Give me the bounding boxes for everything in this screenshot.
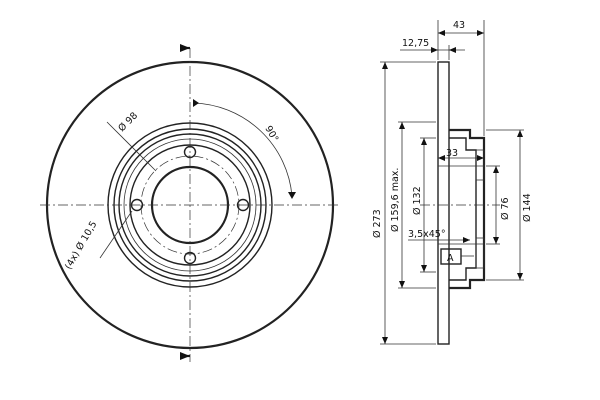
datum-box	[440, 248, 462, 265]
bolt-hole-right	[236, 198, 250, 212]
dim-12-75-arrow-right	[449, 47, 456, 53]
hat-wall-top-section	[475, 149, 485, 181]
outer-diameter-label: Ø 273	[372, 209, 383, 238]
dim-132-arrow-bottom	[421, 265, 427, 272]
angle-arc	[192, 102, 293, 197]
pilot-diameter-label: Ø 76	[500, 197, 511, 220]
dim-144-arrow-top	[517, 130, 523, 137]
dim-159-arrow-top	[399, 122, 405, 129]
bolt-circle-leader	[106, 121, 157, 172]
dim-33-arrow-left	[438, 155, 445, 161]
hub-diameter-label: Ø 144	[522, 193, 533, 222]
hat-inner-outline	[449, 137, 477, 281]
dim-33-arrow-right	[477, 155, 484, 161]
dim-12-75-arrow-left	[431, 47, 438, 53]
dim-43-arrow-right	[477, 30, 484, 36]
disc-plate-section	[437, 61, 450, 345]
dim-76-arrow-top	[493, 166, 499, 173]
disc-thickness-label: 12,75	[402, 38, 429, 49]
angle-arrow-end	[288, 192, 296, 199]
holes-label: (4x) Ø 10,5	[63, 219, 99, 271]
hat-depth-label: 33	[446, 148, 458, 159]
dim-144-arrow-bottom	[517, 273, 523, 280]
datum-label: A	[447, 253, 454, 264]
chamfer-label: 3,5x45°	[408, 229, 446, 240]
chamfer-arrow	[463, 237, 470, 243]
section-arrow-top	[180, 44, 190, 52]
angle-arrow-start	[193, 99, 199, 107]
front-view	[40, 44, 340, 362]
dim-76-arrow-bottom	[493, 237, 499, 244]
section-arrow-bottom	[180, 352, 190, 360]
bolt-circle-label: Ø 98	[116, 110, 140, 134]
hat-wall-bottom-section	[475, 237, 485, 269]
hat-diameter-label: Ø 132	[412, 186, 423, 215]
dim-43-arrow-left	[438, 30, 445, 36]
dim-273-arrow-bottom	[382, 337, 388, 344]
hole-leader	[99, 210, 133, 259]
hat-outline	[449, 128, 486, 290]
side-view	[380, 20, 524, 345]
friction-diameter-label: Ø 159,6 max.	[390, 168, 401, 232]
dim-159-arrow-bottom	[399, 281, 405, 288]
dim-273-arrow-top	[382, 62, 388, 69]
angle-label: 90°	[262, 124, 280, 144]
dim-132-arrow-top	[421, 138, 427, 145]
width-total-label: 43	[453, 20, 465, 31]
